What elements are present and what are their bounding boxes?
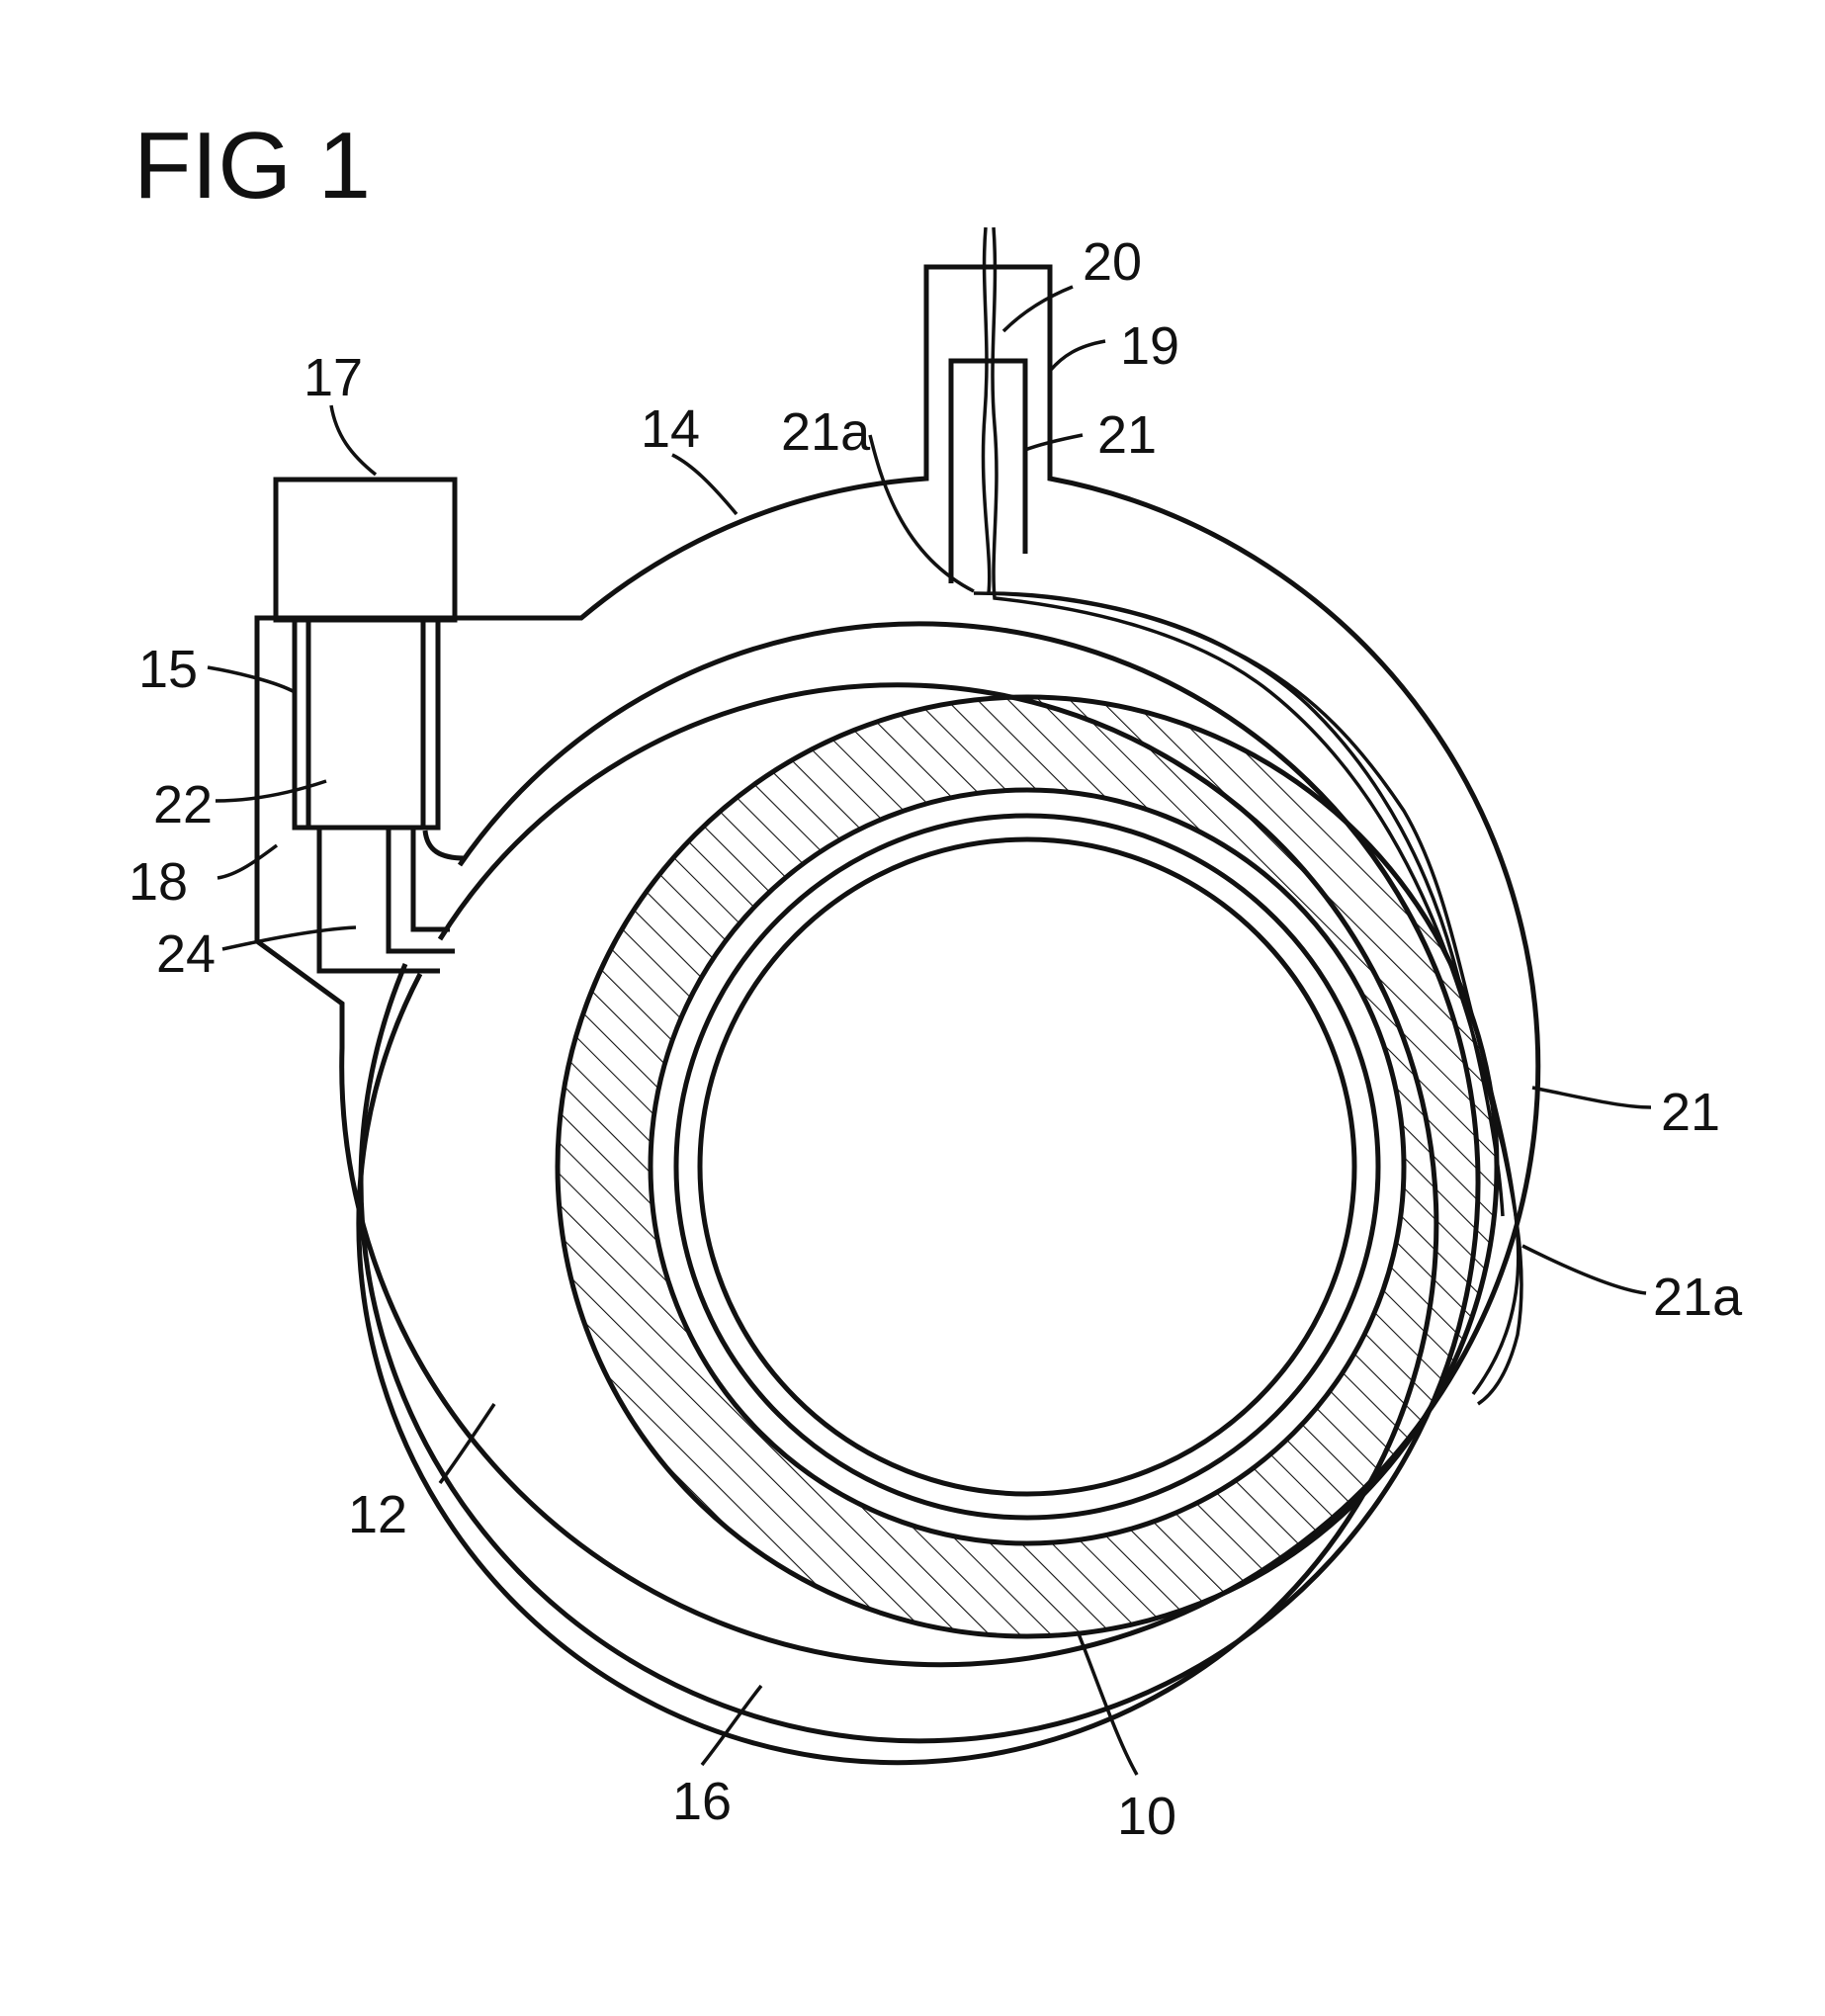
leader-18 (217, 845, 277, 878)
leader-24 (222, 927, 356, 949)
leader-14 (672, 455, 737, 514)
leader-17 (331, 405, 376, 475)
inner-ring-outer (676, 816, 1378, 1518)
component-15-body (295, 620, 438, 828)
label-21-top: 21 (1097, 405, 1157, 465)
component-22-link (425, 831, 465, 858)
label-17: 17 (304, 348, 363, 407)
leader-20 (1003, 287, 1073, 331)
leader-16 (702, 1686, 761, 1765)
label-19: 19 (1120, 316, 1179, 376)
label-15: 15 (138, 640, 198, 699)
figure-title: FIG 1 (133, 113, 371, 219)
label-16: 16 (672, 1772, 732, 1831)
component-17 (276, 480, 455, 620)
label-20: 20 (1083, 232, 1142, 292)
leader-12 (440, 1404, 494, 1483)
leader-21-top (1025, 435, 1083, 450)
label-22: 22 (153, 775, 213, 834)
label-18: 18 (129, 852, 188, 912)
label-12: 12 (348, 1485, 407, 1544)
label-14: 14 (641, 399, 700, 459)
label-21a-top: 21a (781, 402, 871, 462)
leader-19 (1050, 341, 1105, 371)
component-24-link (413, 828, 450, 929)
leader-21a-top (870, 435, 974, 591)
label-21a-right: 21a (1653, 1268, 1743, 1327)
label-10: 10 (1117, 1787, 1176, 1846)
label-24: 24 (156, 924, 216, 984)
leader-15 (208, 667, 295, 692)
leader-21a-right (1522, 1246, 1646, 1293)
label-21-right: 21 (1661, 1083, 1720, 1142)
leader-21-right (1532, 1088, 1651, 1107)
inner-ring-inner (700, 839, 1354, 1494)
